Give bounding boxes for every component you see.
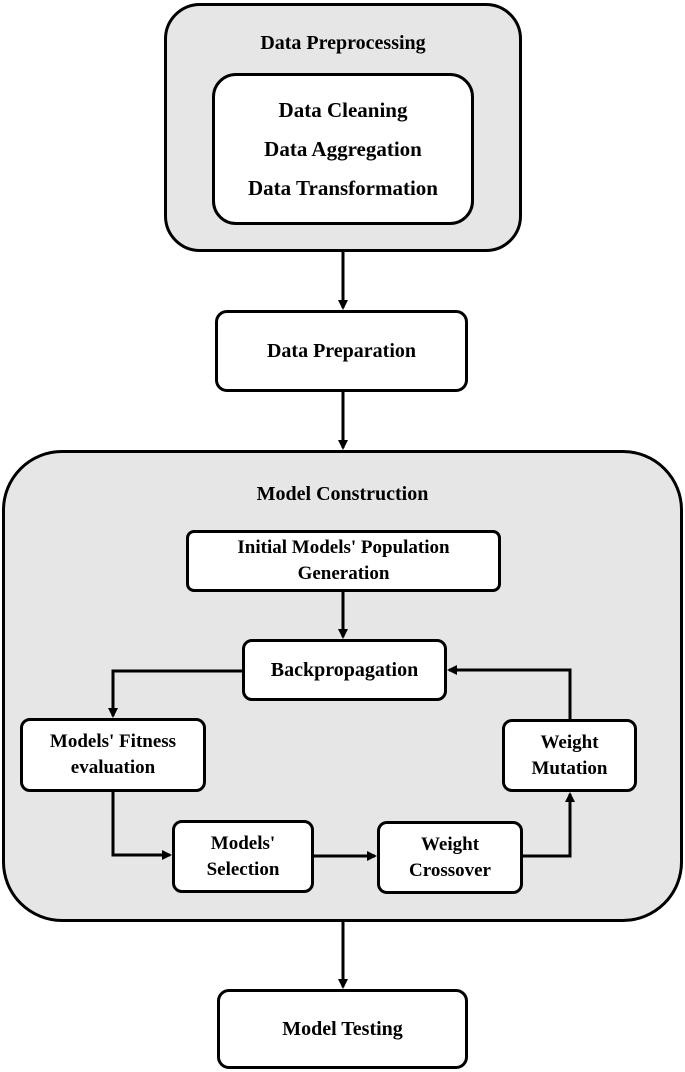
selection-line-1: Models'	[210, 832, 276, 854]
arrow-mutation-to-backprop	[447, 665, 572, 719]
data-preparation-box: Data Preparation	[215, 310, 468, 392]
mutation-line-2: Mutation	[531, 757, 608, 779]
model-construction-title: Model Construction	[256, 483, 429, 505]
data-cleaning-step: Data Cleaning	[278, 97, 408, 122]
preprocessing-steps-box: Data Cleaning Data Aggregation Data Tran…	[212, 73, 474, 225]
mutation-line-1: Weight	[540, 731, 599, 753]
crossover-line-2: Crossover	[409, 859, 491, 881]
data-preprocessing-title: Data Preprocessing	[260, 32, 426, 54]
backpropagation-box: Backpropagation	[242, 639, 447, 701]
fitness-line-2: evaluation	[70, 757, 156, 778]
data-preparation-label: Data Preparation	[266, 340, 417, 362]
initial-population-line-2: Generation	[297, 563, 390, 584]
data-aggregation-step: Data Aggregation	[264, 136, 422, 161]
fitness-evaluation-box: Models' Fitness evaluation	[20, 718, 206, 792]
arrow-backprop-to-fitness	[108, 669, 242, 718]
data-transformation-step: Data Transformation	[248, 175, 438, 200]
selection-line-2: Selection	[206, 858, 280, 880]
weight-crossover-box: Weight Crossover	[377, 821, 523, 894]
initial-population-line-1: Initial Models' Population	[237, 537, 450, 558]
weight-mutation-box: Weight Mutation	[502, 719, 637, 792]
backpropagation-label: Backpropagation	[270, 659, 419, 681]
models-selection-box: Models' Selection	[172, 820, 314, 893]
arrow-crossover-to-mutation	[523, 792, 575, 858]
initial-population-box: Initial Models' Population Generation	[186, 530, 501, 592]
model-testing-box: Model Testing	[217, 989, 468, 1069]
fitness-line-1: Models' Fitness	[49, 731, 177, 752]
data-preprocessing-group: Data Preprocessing Data Cleaning Data Ag…	[164, 3, 522, 252]
model-testing-label: Model Testing	[282, 1018, 403, 1040]
arrow-fitness-to-selection	[111, 792, 172, 860]
crossover-line-1: Weight	[420, 833, 480, 855]
